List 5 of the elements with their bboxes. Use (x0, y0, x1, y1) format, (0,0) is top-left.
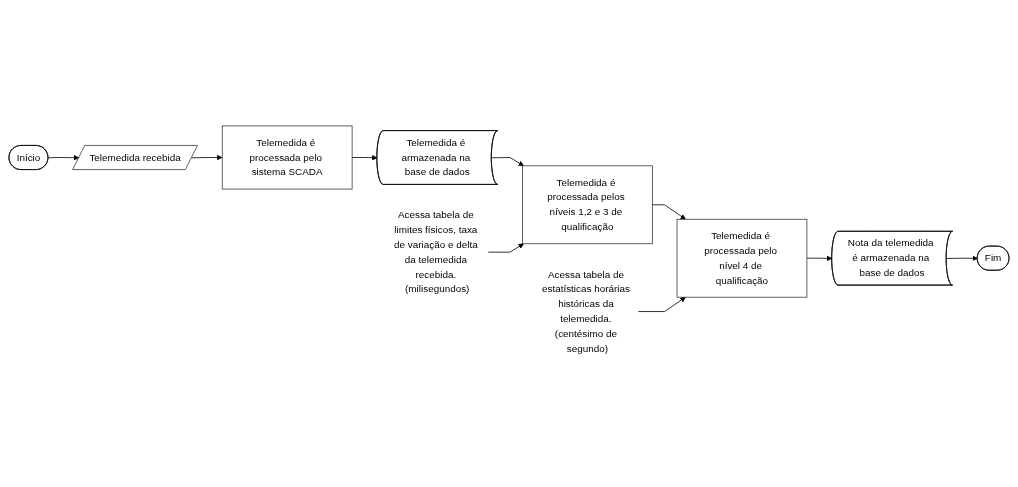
node-box: Telemedida é processada pelo nível 4 de qualificação (676, 219, 808, 298)
node-box: Telemedida é processada pelos níveis 1,2 e 3 de qualificação (522, 165, 653, 245)
node-box: Telemedida é processada pelo sistema SCADA (221, 125, 353, 190)
node-text: Acessa tabela de estatísticas horárias históricas da telemedida. (centésimo de segundo) (541, 269, 630, 354)
node-text: Acessa tabela de limites físicos, taxa de variação e delta da telemedida recebida. (milisegundos) (394, 209, 478, 295)
